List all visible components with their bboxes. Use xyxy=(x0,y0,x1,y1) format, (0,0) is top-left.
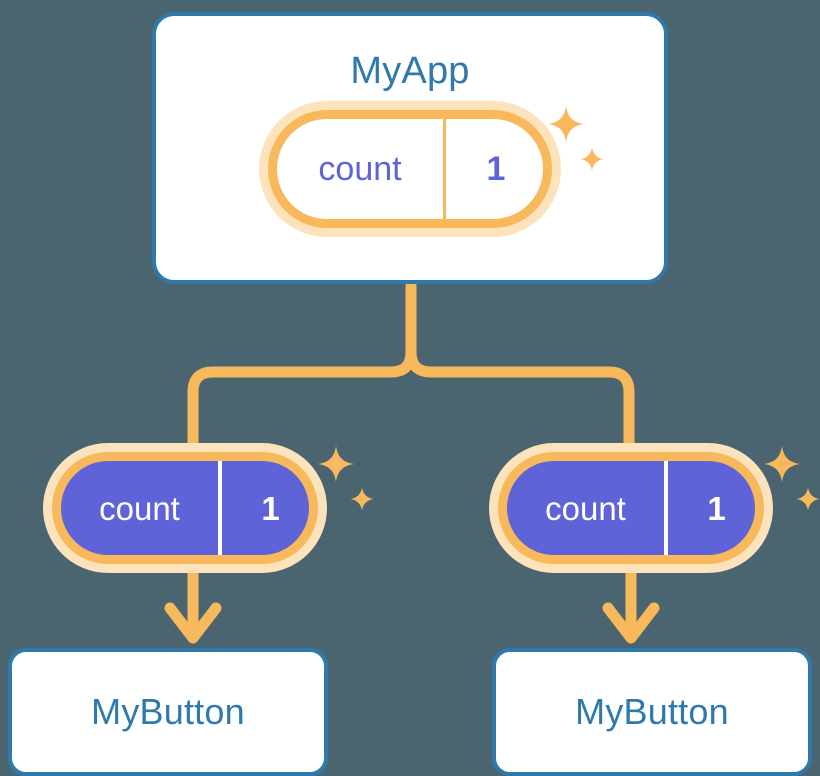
state-value: 1 xyxy=(707,489,726,527)
sparkle-icon xyxy=(762,444,802,484)
arrow-down-icon xyxy=(164,564,222,644)
state-value: 1 xyxy=(261,489,280,527)
state-key: count xyxy=(507,461,668,555)
state-key: count xyxy=(61,461,222,555)
arrow-down-icon xyxy=(602,564,660,644)
state-value: 1 xyxy=(486,150,506,188)
state-pill-mybutton-right[interactable]: count 1 xyxy=(498,446,820,564)
component-card-mybutton-right[interactable]: MyButton xyxy=(492,648,812,776)
component-label: MyButton xyxy=(575,691,729,732)
sparkle-icon xyxy=(316,444,356,484)
state-key: count xyxy=(277,119,446,219)
state-pill[interactable]: count 1 xyxy=(52,452,318,564)
state-pill[interactable]: count 1 xyxy=(498,452,764,564)
branch-connector-icon xyxy=(187,280,635,461)
state-pill[interactable]: count 1 xyxy=(268,110,552,228)
state-pill-myapp[interactable]: count 1 xyxy=(268,106,604,228)
sparkle-icon xyxy=(795,486,820,512)
component-card-mybutton-left[interactable]: MyButton xyxy=(8,648,328,776)
component-label: MyButton xyxy=(91,691,245,732)
sparkle-icon xyxy=(349,486,375,512)
state-pill-mybutton-left[interactable]: count 1 xyxy=(52,446,374,564)
page-title: MyApp xyxy=(350,50,470,92)
